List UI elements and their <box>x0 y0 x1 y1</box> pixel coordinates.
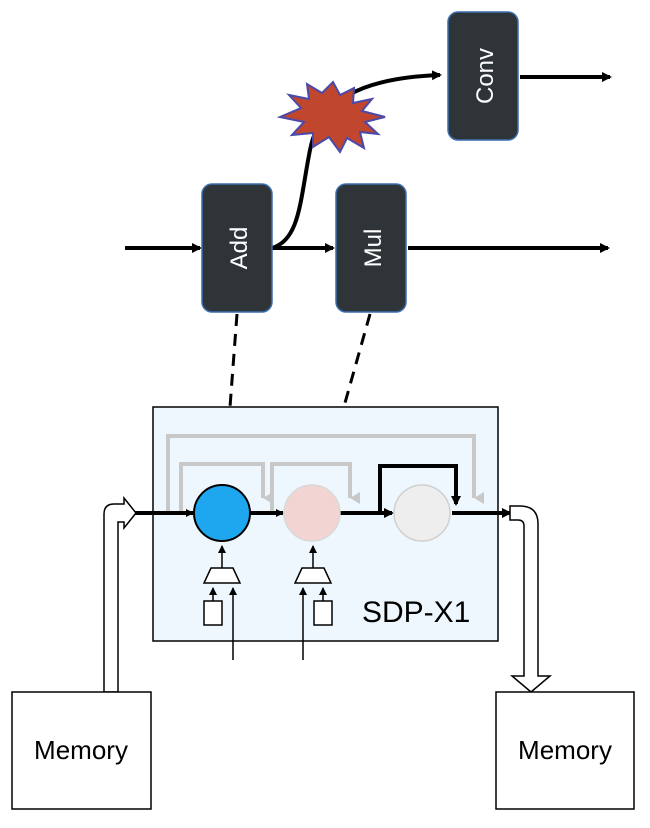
memory-left-hollow-arrow <box>103 495 137 693</box>
sdp-block-label: SDP-X1 <box>362 596 470 629</box>
memory-right-group: Memory <box>495 505 635 810</box>
op-add-node: Add <box>201 183 273 313</box>
op-conv-node: Conv <box>447 11 519 141</box>
mapping-add-to-unit <box>219 313 239 501</box>
memory-left-group: Memory <box>11 495 152 810</box>
operator-graph: Add Mul Conv <box>125 11 612 507</box>
memory-left-box <box>11 691 152 810</box>
unit-add-circle <box>193 484 251 542</box>
mux-add-icon <box>202 545 242 660</box>
main-datapath <box>134 464 512 518</box>
sdp-block: SDP-X1 <box>134 406 512 660</box>
op-conv-label: Conv <box>472 48 499 104</box>
op-mul-node: Mul <box>335 183 407 313</box>
memory-right-hollow-arrow <box>509 505 553 693</box>
bypass-paths <box>166 434 484 513</box>
memory-right-box <box>495 691 635 810</box>
unit-mul-circle <box>283 484 341 542</box>
edge-add-to-conv <box>271 70 442 250</box>
conflict-starburst-icon <box>276 80 386 154</box>
mux-mul-icon <box>293 545 333 660</box>
op-mul-label: Mul <box>360 229 387 268</box>
op-add-label: Add <box>226 227 253 270</box>
memory-right-label: Memory <box>518 735 612 765</box>
memory-left-label: Memory <box>34 735 128 765</box>
unit-idle-circle <box>393 484 451 542</box>
